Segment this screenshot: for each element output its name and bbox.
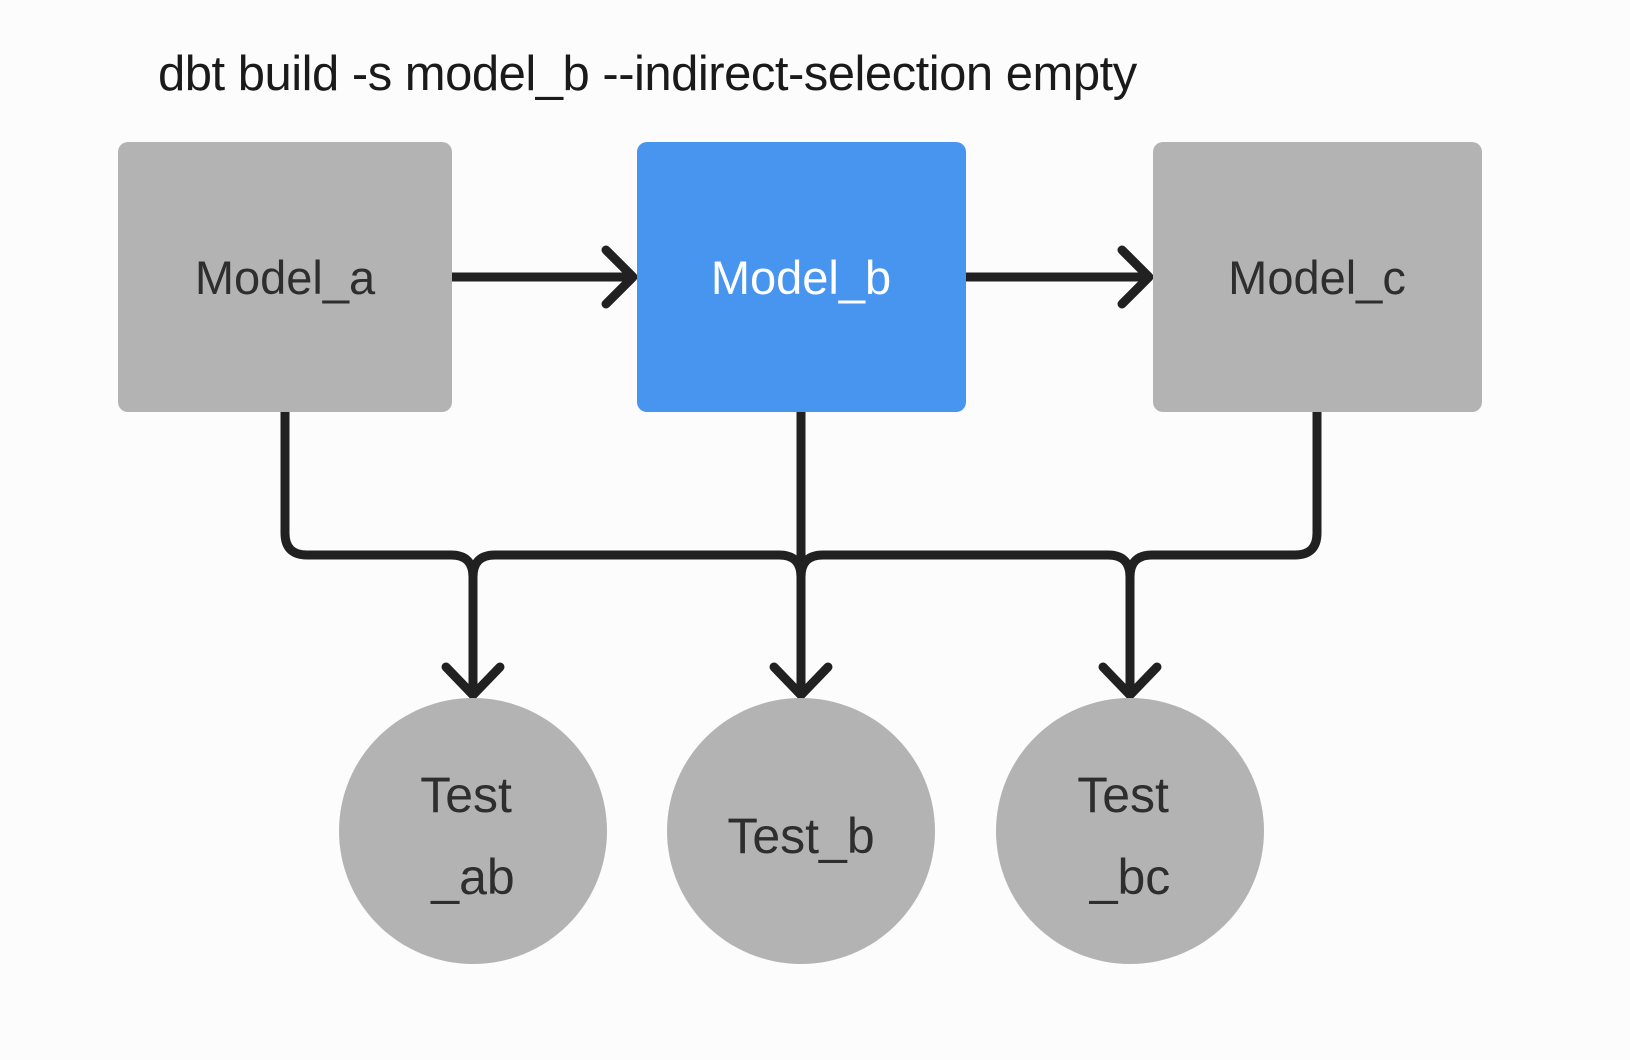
arrowhead-down-icon — [769, 662, 833, 700]
model-b-box — [637, 142, 966, 412]
arrowhead-right-icon — [601, 245, 638, 309]
test-ab-circle — [339, 698, 607, 964]
test-ab-label: Test _ab — [420, 767, 526, 905]
edge-model-c-to-test-bc — [1098, 407, 1322, 700]
edge-line — [280, 407, 478, 698]
model-a-box — [118, 142, 452, 412]
model-b-label: Model_b — [711, 251, 891, 304]
edge-model-a-to-test-ab — [280, 407, 505, 700]
edge-line — [1125, 407, 1322, 698]
test-ab-label-line1: Test — [420, 767, 512, 823]
node-test-bc: Test _bc — [996, 698, 1264, 964]
arrowhead-right-icon — [1117, 245, 1154, 309]
node-model-a: Model_a — [118, 142, 452, 412]
node-test-ab: Test _ab — [339, 698, 607, 964]
edge-model-b-to-test-bc — [796, 550, 1135, 582]
edge-model-b-to-model-c — [961, 245, 1154, 309]
edge-model-b-to-test-b — [769, 407, 833, 700]
model-c-label: Model_c — [1228, 251, 1406, 304]
model-a-label: Model_a — [195, 251, 376, 304]
node-model-b-selected: Model_b — [637, 142, 966, 412]
edge-line — [796, 550, 1135, 582]
diagram-title: dbt build -s model_b --indirect-selectio… — [158, 47, 1138, 101]
arrowhead-down-icon — [1098, 662, 1162, 700]
edge-model-b-to-test-ab — [468, 550, 806, 582]
test-bc-label-line1: Test — [1077, 767, 1169, 823]
test-ab-label-line2: _ab — [430, 849, 514, 905]
node-test-b: Test_b — [667, 698, 935, 964]
model-c-box — [1153, 142, 1482, 412]
test-b-circle — [667, 698, 935, 964]
test-bc-circle — [996, 698, 1264, 964]
edge-line — [468, 550, 806, 582]
test-bc-label: Test _bc — [1077, 767, 1183, 905]
test-bc-label-line2: _bc — [1089, 849, 1171, 905]
test-b-label: Test_b — [727, 808, 874, 864]
node-model-c: Model_c — [1153, 142, 1482, 412]
edge-model-a-to-model-b — [447, 245, 638, 309]
arrowhead-down-icon — [441, 662, 505, 700]
